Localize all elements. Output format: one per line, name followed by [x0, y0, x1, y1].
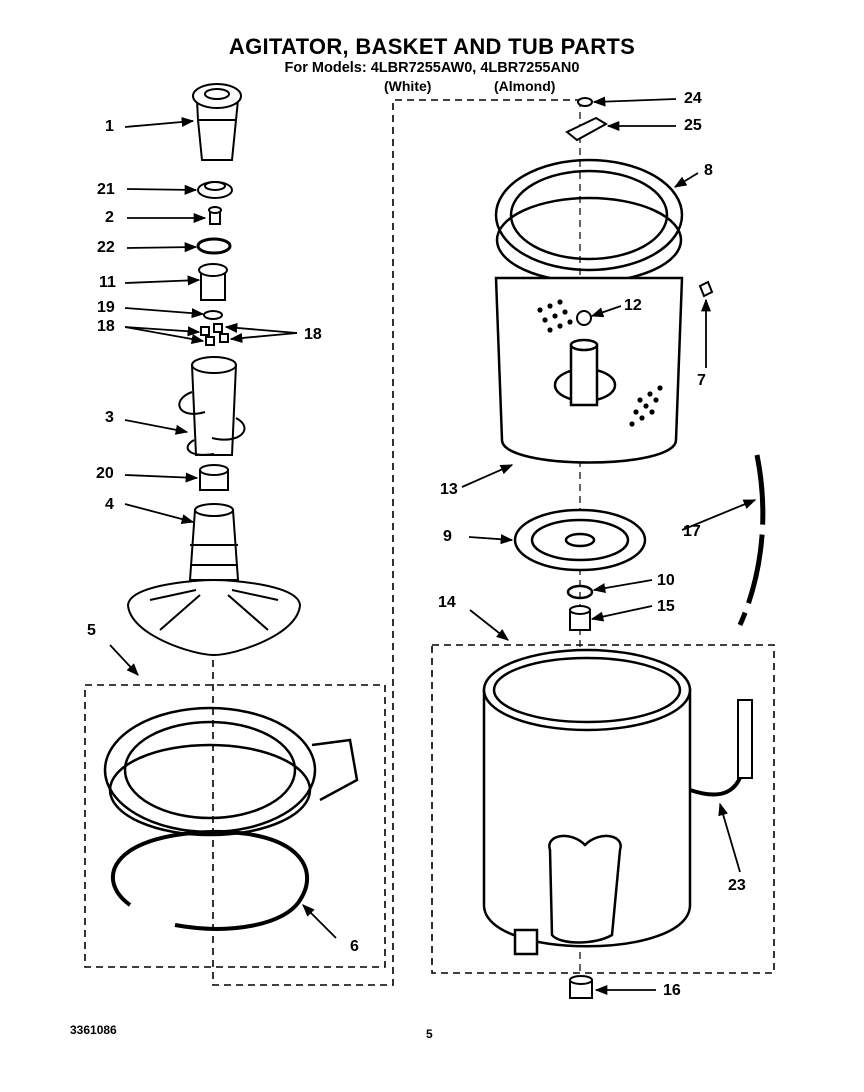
- callout-21: 21: [97, 181, 115, 198]
- group-box-14: [431, 644, 775, 974]
- part-9-drive-hub: [513, 508, 647, 572]
- page-number: 5: [426, 1027, 433, 1041]
- assembly-connector-line: [212, 99, 580, 986]
- callout-3: 3: [105, 409, 114, 426]
- basket-holes: [537, 299, 663, 427]
- callout-6: 6: [350, 938, 359, 955]
- callout-11: 11: [99, 274, 116, 291]
- part-13-wash-basket: [494, 276, 684, 464]
- hose-fitting: [737, 699, 753, 779]
- model-numbers: For Models: 4LBR7255AW0, 4LBR7255AN0: [284, 60, 580, 76]
- document-number: 3361086: [70, 1023, 117, 1037]
- part-22-o-ring: [196, 237, 232, 255]
- part-3-agitator-auger: [178, 356, 246, 456]
- callout-8: 8: [704, 162, 713, 179]
- part-25-bracket: [565, 116, 609, 142]
- callout-7: 7: [697, 372, 706, 389]
- part-18-agitator-dogs: [200, 323, 229, 346]
- part-8-balance-ring: [494, 158, 684, 284]
- color-note-white: (White): [384, 78, 432, 94]
- part-14-outer-tub: [482, 648, 692, 956]
- callout-14: 14: [438, 594, 456, 611]
- callout-22: 22: [97, 239, 115, 256]
- callout-18-left: 18: [97, 318, 115, 335]
- part-5-tub-ring: [103, 706, 359, 837]
- callout-10: 10: [657, 572, 675, 589]
- part-23-drain-hose: [689, 705, 747, 797]
- part-4-agitator-base: [126, 503, 302, 657]
- callout-15: 15: [657, 598, 675, 615]
- callout-1: 1: [105, 118, 114, 135]
- callout-17: 17: [683, 523, 701, 540]
- part-17-hose: [737, 454, 766, 627]
- callout-4: 4: [105, 496, 114, 513]
- page-title: AGITATOR, BASKET AND TUB PARTS: [228, 34, 636, 59]
- part-16-tub-nut: [569, 975, 593, 999]
- part-20-bearing: [199, 464, 229, 491]
- callout-9: 9: [443, 528, 452, 545]
- part-7-clip: [698, 280, 714, 298]
- part-24-nut: [577, 97, 593, 107]
- callout-20: 20: [96, 465, 114, 482]
- group-box-5: [84, 684, 386, 968]
- part-12-basket-nut: [576, 310, 592, 326]
- leader-arrows: [109, 96, 757, 996]
- part-15-bearing: [569, 605, 591, 631]
- callout-25: 25: [684, 117, 702, 134]
- callout-2: 2: [105, 209, 114, 226]
- part-21-cap: [197, 181, 233, 199]
- callout-12: 12: [624, 297, 642, 314]
- callout-19: 19: [97, 299, 115, 316]
- callout-23: 23: [728, 877, 746, 894]
- callout-24: 24: [684, 90, 702, 107]
- part-11-cam: [198, 263, 228, 301]
- part-1-softener-dispenser: [192, 83, 242, 161]
- callout-5: 5: [87, 622, 96, 639]
- callout-13: 13: [440, 481, 458, 498]
- part-2-bolt: [208, 206, 222, 225]
- part-10-seal: [566, 584, 594, 600]
- part-6-snap-ring: [111, 829, 310, 931]
- color-note-almond: (Almond): [494, 78, 556, 94]
- part-19-ring: [203, 310, 223, 320]
- callout-18-right: 18: [304, 326, 322, 343]
- callout-16: 16: [663, 982, 681, 999]
